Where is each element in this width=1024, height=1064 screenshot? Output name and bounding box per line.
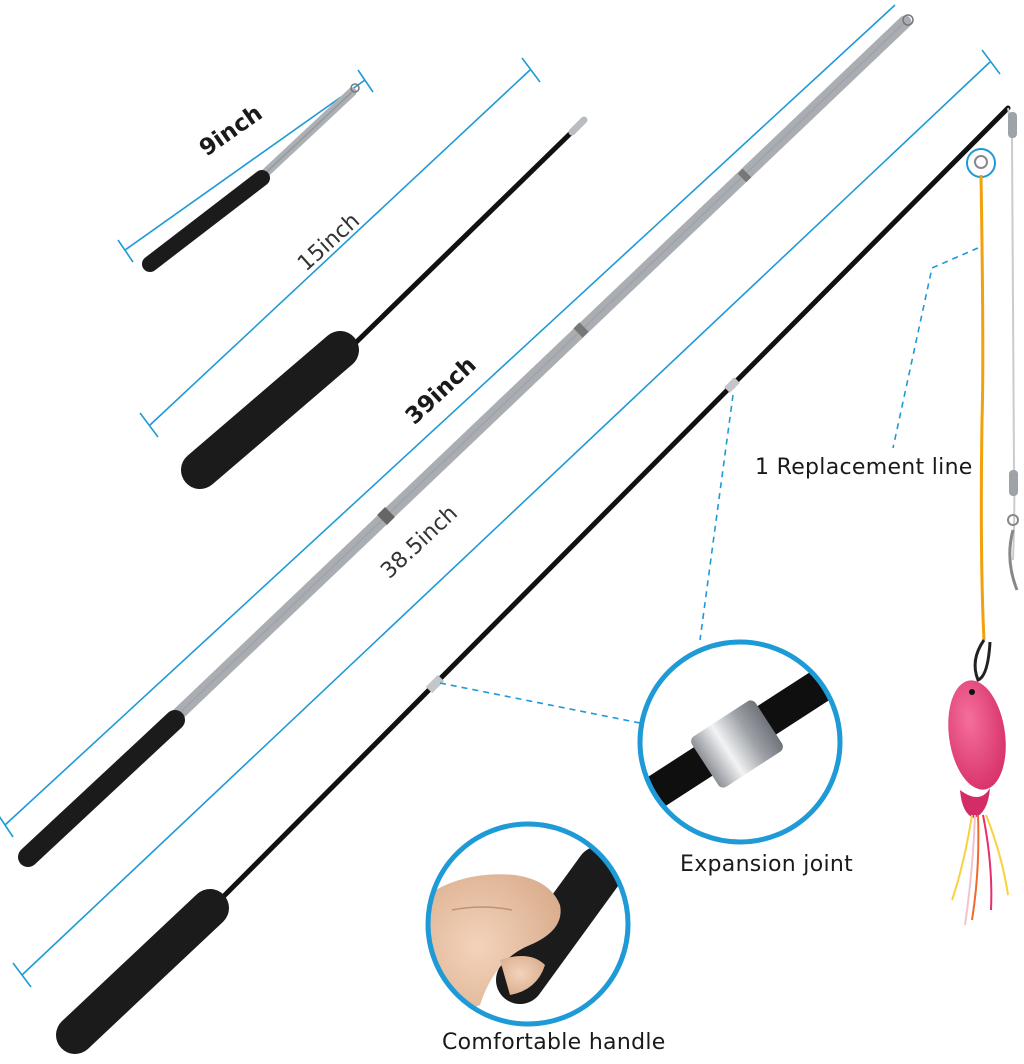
rod-39inch xyxy=(18,14,914,867)
dimension-line-9inch xyxy=(117,69,374,263)
replacement-line-label: 1 Replacement line xyxy=(755,455,973,480)
expansion-joint-leader xyxy=(439,394,734,724)
dimension-line-15inch xyxy=(139,57,541,438)
rod-38-5inch xyxy=(56,105,1011,1054)
replacement-line-wire xyxy=(1007,107,1019,591)
rod-9inch xyxy=(142,83,360,272)
replacement-line-orange xyxy=(966,148,996,641)
replacement-line-leader xyxy=(892,247,979,449)
fish-toy xyxy=(948,639,1009,926)
dimension-line-38-5inch xyxy=(12,49,1001,988)
expansion-joint-label: Expansion joint xyxy=(680,852,854,877)
rod-15inch xyxy=(181,116,588,489)
expansion-joint-zoom xyxy=(637,639,843,845)
comfortable-handle-label: Comfortable handle xyxy=(442,1030,666,1055)
dimension-line-39inch xyxy=(0,4,896,838)
comfortable-handle-zoom xyxy=(425,821,631,1027)
